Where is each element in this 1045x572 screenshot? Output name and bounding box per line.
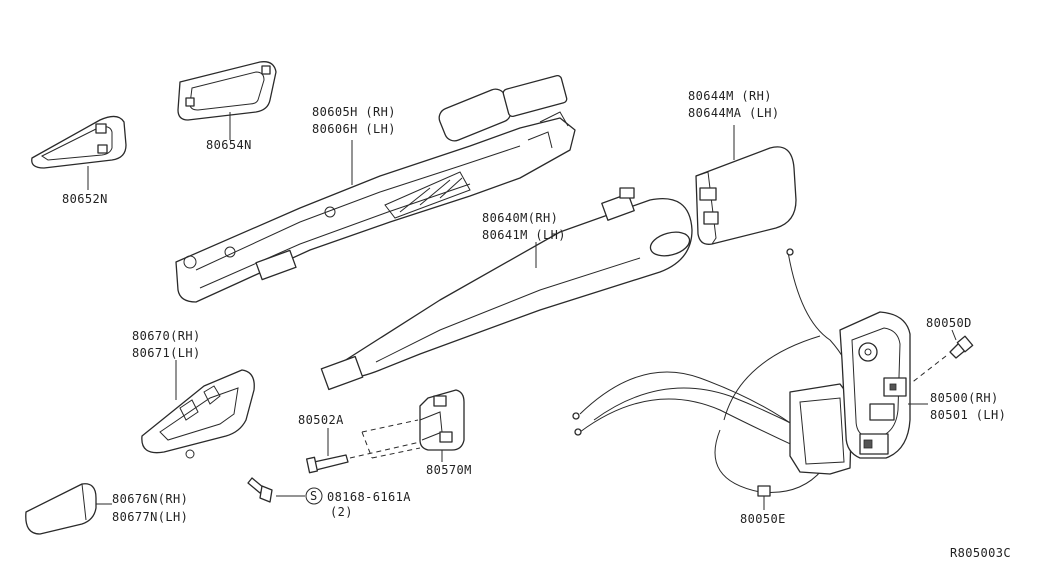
part-80644M-drawing [695, 125, 797, 245]
part-08168-6161A-drawing [247, 477, 323, 505]
standard-part-symbol [305, 487, 323, 505]
label-80644M: 80644M (RH) [688, 89, 772, 103]
part-80050D-drawing [909, 329, 974, 385]
part-80502A-drawing [305, 428, 421, 474]
part-80500-drawing [572, 248, 928, 510]
label-80606H: 80606H (LH) [312, 122, 396, 136]
label-08168-qty: (2) [330, 505, 353, 519]
part-80676N-drawing [25, 483, 112, 535]
label-80501: 80501 (LH) [930, 408, 1006, 422]
part-80570M-drawing [361, 389, 465, 462]
part-80654N-drawing [177, 61, 277, 140]
label-80050D: 80050D [926, 316, 972, 330]
label-80640M: 80640M(RH) [482, 211, 558, 225]
label-08168-6161A: 08168-6161A [327, 490, 411, 504]
label-80670: 80670(RH) [132, 329, 201, 343]
label-80050E: 80050E [740, 512, 786, 526]
label-80671: 80671(LH) [132, 346, 201, 360]
part-80605H-drawing [175, 74, 576, 303]
label-80654N: 80654N [206, 138, 252, 152]
label-80652N: 80652N [62, 192, 108, 206]
part-80652N-drawing [31, 115, 127, 190]
label-80676N: 80676N(RH) [112, 492, 188, 506]
part-80640M-drawing [320, 187, 693, 391]
label-80677N: 80677N(LH) [112, 510, 188, 524]
label-80644MA: 80644MA (LH) [688, 106, 780, 120]
label-80641M: 80641M (LH) [482, 228, 566, 242]
label-80605H: 80605H (RH) [312, 105, 396, 119]
label-80570M: 80570M [426, 463, 472, 477]
part-80670-drawing [141, 360, 255, 459]
std-symbol: S [310, 489, 318, 503]
label-80500: 80500(RH) [930, 391, 999, 405]
diagram-code: R805003C [950, 546, 1011, 560]
label-80502A: 80502A [298, 413, 344, 427]
